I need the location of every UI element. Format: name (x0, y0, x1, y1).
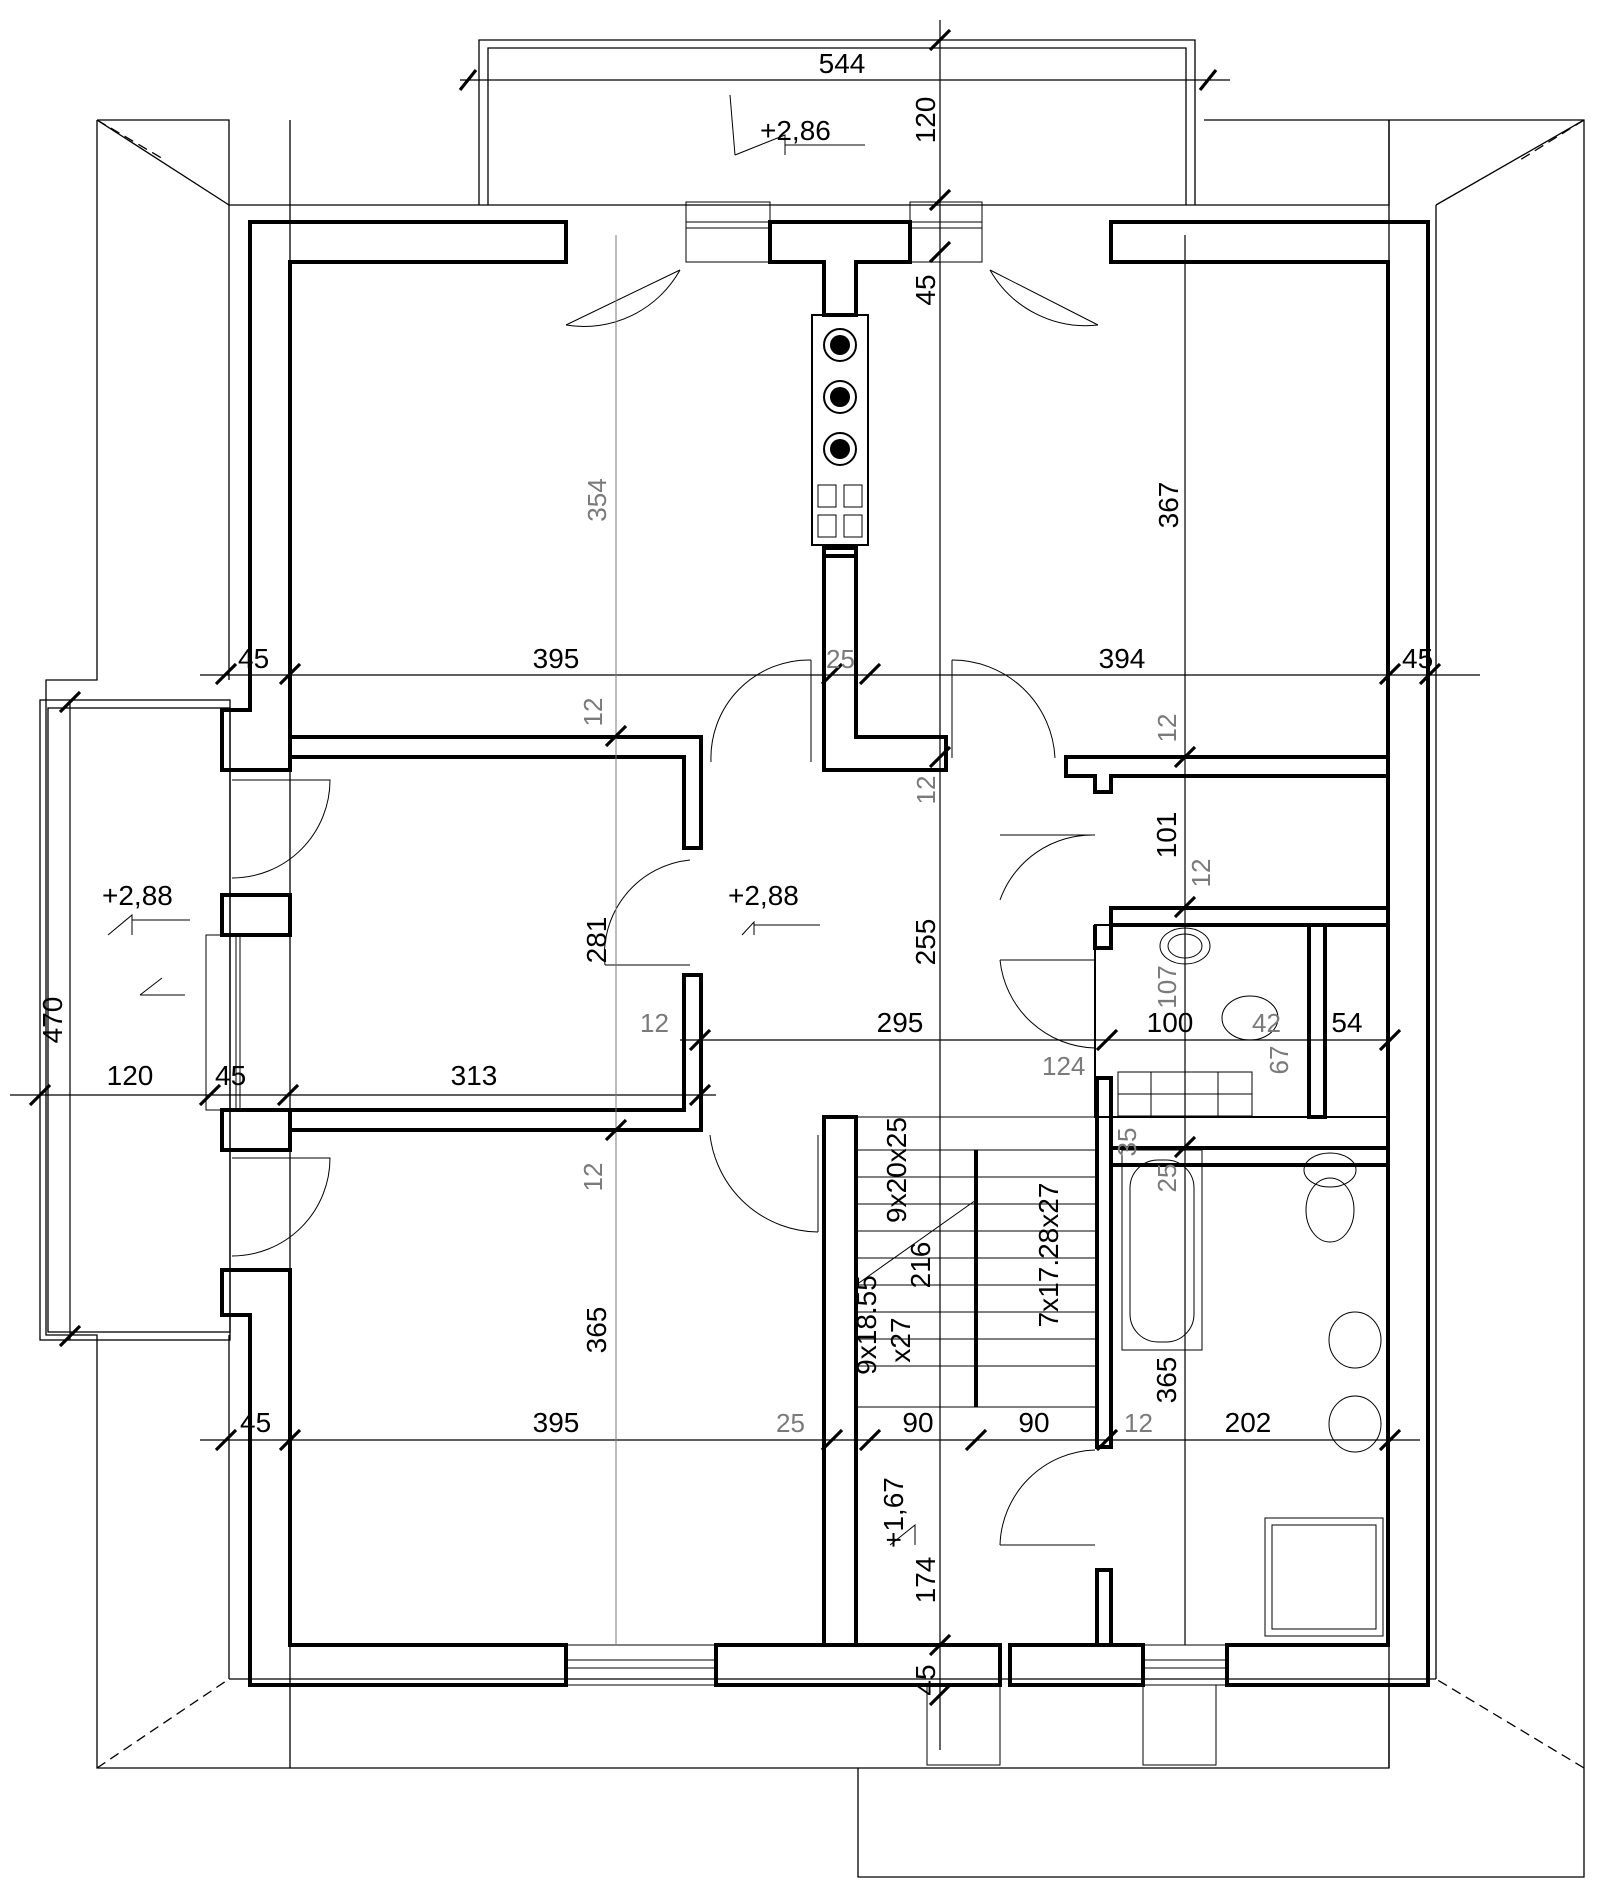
stair-flight-b-tread: x27 (885, 1317, 916, 1362)
dim-202: 202 (1225, 1407, 1272, 1438)
dim-365-right: 365 (1151, 1357, 1182, 1404)
level-stair-landing: +1,67 (878, 1477, 909, 1548)
dim-174: 174 (910, 1557, 941, 1604)
dim-12-e: 12 (640, 1008, 669, 1038)
stair-flight-c: 7x17.28x27 (1033, 1183, 1064, 1328)
level-balcony-top: +2,86 (760, 115, 831, 146)
dim-45-top: 45 (910, 274, 941, 305)
dim-394: 394 (1099, 643, 1146, 674)
dim-45-l2: 45 (215, 1060, 246, 1091)
dim-54: 54 (1331, 1007, 1362, 1038)
dim-42: 42 (1252, 1008, 1281, 1038)
dim-25-top: 25 (826, 644, 855, 674)
dim-107: 107 (1152, 965, 1182, 1008)
dim-45-bot: 45 (910, 1664, 941, 1695)
windows (205, 201, 1228, 1766)
doors (231, 269, 1099, 1546)
dim-12-g: 12 (1124, 1408, 1153, 1438)
level-markers (107, 94, 916, 1546)
stair-flight-a: 9x20x25 (881, 1117, 912, 1223)
dim-281: 281 (581, 917, 612, 964)
dim-365-left: 365 (581, 1307, 612, 1354)
left-balcony (39, 699, 231, 1341)
dim-295: 295 (877, 1007, 924, 1038)
dim-90-b: 90 (1018, 1407, 1049, 1438)
dim-45-l1: 45 (238, 643, 269, 674)
dim-470: 470 (37, 997, 68, 1044)
dim-100: 100 (1147, 1007, 1194, 1038)
dim-544: 544 (819, 48, 866, 79)
dim-313: 313 (451, 1060, 498, 1091)
dim-35: 35 (1112, 1128, 1142, 1157)
dimension-lines (10, 20, 1480, 1750)
dim-45-r1: 45 (1402, 643, 1433, 674)
dim-101: 101 (1151, 812, 1182, 859)
dim-12-b: 12 (1152, 714, 1182, 743)
dim-12-a: 12 (578, 698, 608, 727)
dim-120-top: 120 (910, 97, 941, 144)
stair-flight-a-width: 216 (905, 1242, 936, 1289)
staircase (855, 1116, 1097, 1408)
level-balcony-left: +2,88 (102, 880, 173, 911)
dim-354: 354 (582, 478, 612, 521)
dim-395-bot: 395 (533, 1407, 580, 1438)
labels: 544 120 +2,86 45 354 367 45 395 25 394 4… (37, 48, 1433, 1696)
dim-120-left: 120 (107, 1060, 154, 1091)
dim-12-c: 12 (911, 776, 941, 805)
chimney (811, 314, 869, 546)
dim-67: 67 (1264, 1046, 1294, 1075)
dim-90-a: 90 (902, 1407, 933, 1438)
dim-255: 255 (910, 919, 941, 966)
dim-12-d: 12 (1186, 859, 1216, 888)
dim-367: 367 (1153, 482, 1184, 529)
level-hall: +2,88 (728, 880, 799, 911)
dim-25-b: 25 (1152, 1164, 1182, 1193)
stair-flight-b: 9x18.55 (851, 1275, 882, 1375)
dim-395-top: 395 (533, 643, 580, 674)
dim-12-f: 12 (578, 1163, 608, 1192)
dim-124: 124 (1042, 1051, 1085, 1081)
dim-45-l3: 45 (240, 1407, 271, 1438)
dim-25-c: 25 (776, 1408, 805, 1438)
